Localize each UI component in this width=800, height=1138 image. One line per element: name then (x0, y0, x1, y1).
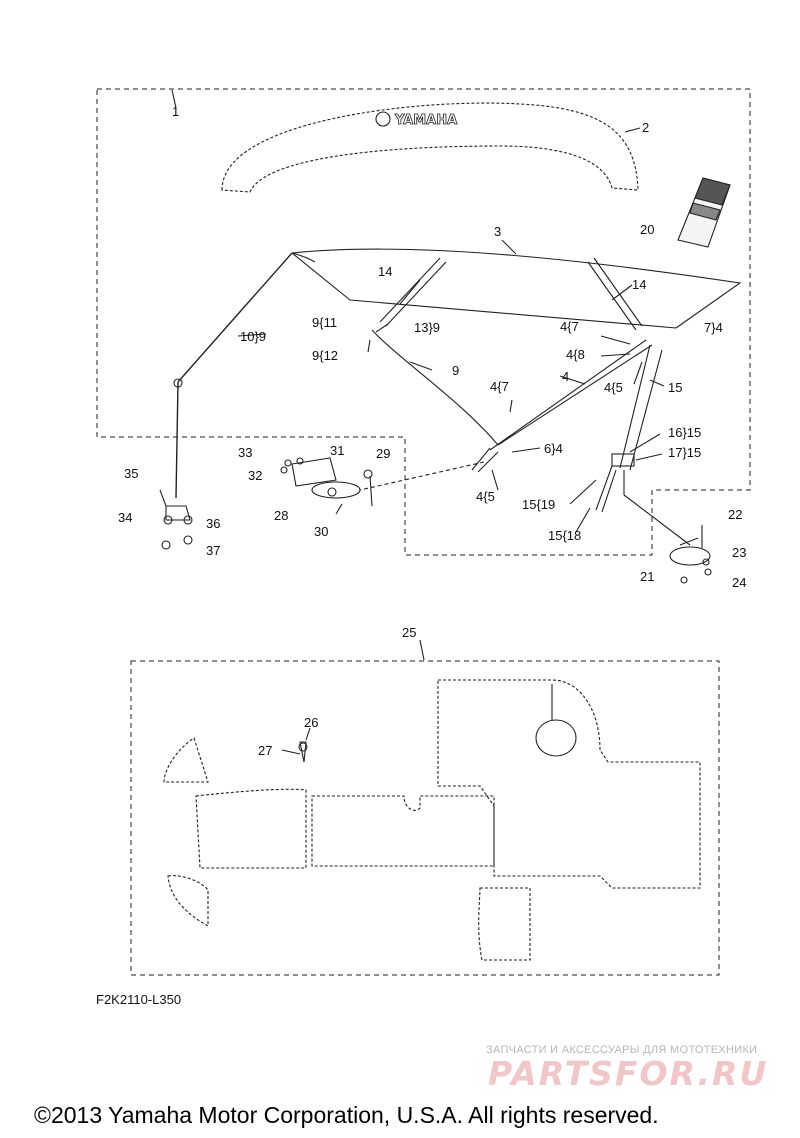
clip-34 (159, 489, 193, 550)
callout-33: 33 (238, 445, 252, 460)
callout-30: 30 (314, 524, 328, 539)
callout-1: 1 (172, 104, 179, 119)
mat-front-center (195, 788, 307, 869)
callout-37: 37 (206, 543, 220, 558)
mat-group-boundary (130, 660, 720, 976)
nut-icons-32-33 (280, 457, 304, 474)
callout-15: 15 (668, 380, 682, 395)
callout-4-7-lower: 4{7 (490, 379, 509, 394)
callout-24: 24 (732, 575, 746, 590)
callout-17-15: 17}15 (668, 445, 701, 460)
callout-26: 26 (304, 715, 318, 730)
callout-3: 3 (494, 224, 501, 239)
callout-15-19: 15{19 (522, 497, 555, 512)
callout-20: 20 (640, 222, 654, 237)
callout-4-8: 4{8 (566, 347, 585, 362)
callout-14-right: 14 (632, 277, 646, 292)
frame-bow-4 (489, 339, 653, 451)
callout-9-12: 9{12 (312, 348, 338, 363)
callout-34: 34 (118, 510, 132, 525)
callout-23: 23 (732, 545, 746, 560)
mat-rear-step (478, 887, 531, 961)
watermark-logo: PARTSFOR.RU (488, 1054, 769, 1093)
callout-4-5-lower: 4{5 (476, 489, 495, 504)
yamaha-emblem-icon (375, 111, 391, 127)
watermark-tagline: ЗАПЧАСТИ И АКСЕССУАРЫ ДЛЯ МОТОТЕХНИКИ (486, 1044, 758, 1056)
mat-rear-deck (437, 679, 701, 889)
tie-line-10 (175, 252, 293, 499)
callout-9-11: 9{11 (312, 315, 337, 330)
boot-cover (221, 102, 639, 193)
mat-center (311, 795, 495, 867)
strap-14-left (379, 257, 447, 327)
assembly-1-boundary (96, 88, 751, 556)
callout-16-15: 16}15 (668, 425, 701, 440)
hook-icon (173, 378, 183, 388)
callout-7-4: 7}4 (704, 320, 723, 335)
strap-14-right (587, 257, 643, 331)
callout-21: 21 (640, 569, 654, 584)
copyright-notice: ©2013 Yamaha Motor Corporation, U.S.A. A… (34, 1102, 659, 1128)
callout-25: 25 (402, 625, 416, 640)
callout-14-left: 14 (378, 264, 392, 279)
mat-front-left (163, 737, 209, 783)
bracket-assembly-28-31 (291, 457, 373, 515)
bracket-21 (669, 525, 712, 584)
boot-brand-text: YAMAHA (394, 113, 457, 128)
callout-6-4: 6}4 (544, 441, 563, 456)
callout-9: 9 (452, 363, 459, 378)
support-leg-15 (619, 344, 663, 471)
callout-31: 31 (330, 443, 344, 458)
top-frame (291, 248, 742, 329)
tag-part-20 (677, 177, 731, 248)
frame-bow-9 (371, 329, 499, 446)
callout-35: 35 (124, 466, 138, 481)
callout-15-18: 15{18 (548, 528, 581, 543)
callout-28: 28 (274, 508, 288, 523)
figure-code: F2K2110-L350 (96, 992, 182, 1007)
mat-hole (535, 719, 577, 757)
callout-4-5-upper: 4{5 (604, 380, 623, 395)
callout-4: 4 (562, 369, 569, 384)
callout-4-7-upper: 4{7 (560, 319, 579, 334)
callout-27: 27 (258, 743, 272, 758)
callout-13-9: 13}9 (414, 320, 440, 335)
callout-10-9: 10}9 (240, 329, 266, 344)
fastener-26 (299, 741, 307, 763)
callout-29: 29 (376, 446, 390, 461)
callout-36: 36 (206, 516, 220, 531)
callout-22: 22 (728, 507, 742, 522)
callout-2: 2 (642, 120, 649, 135)
callout-32: 32 (248, 468, 262, 483)
sleeve-16 (611, 453, 635, 467)
mat-side-left (167, 875, 209, 927)
